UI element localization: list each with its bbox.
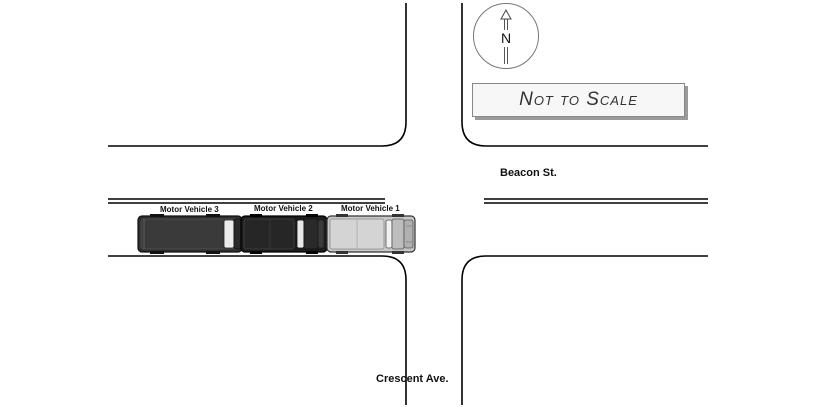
motor-vehicle-3	[137, 214, 243, 254]
curb-northeast	[461, 3, 708, 147]
vehicle-label-1: Motor Vehicle 1	[341, 204, 400, 213]
street-label-crescent: Crescent Ave.	[376, 373, 449, 385]
compass-north-label: N	[500, 30, 512, 46]
curb-southwest	[108, 255, 407, 405]
street-label-beacon: Beacon St.	[500, 167, 557, 179]
scale-note: Not to Scale	[472, 83, 685, 117]
north-arrow-icon	[500, 8, 512, 64]
scale-note-text: Not to Scale	[519, 89, 638, 110]
motor-vehicle-1	[326, 214, 416, 254]
center-line-east	[484, 198, 708, 204]
curb-southeast	[461, 255, 708, 405]
vehicle-label-2: Motor Vehicle 2	[254, 204, 313, 213]
vehicle-label-3: Motor Vehicle 3	[160, 205, 219, 214]
curb-northwest	[108, 3, 407, 147]
compass: N	[473, 3, 539, 69]
center-line-west	[108, 198, 385, 204]
motor-vehicle-2	[240, 214, 328, 254]
